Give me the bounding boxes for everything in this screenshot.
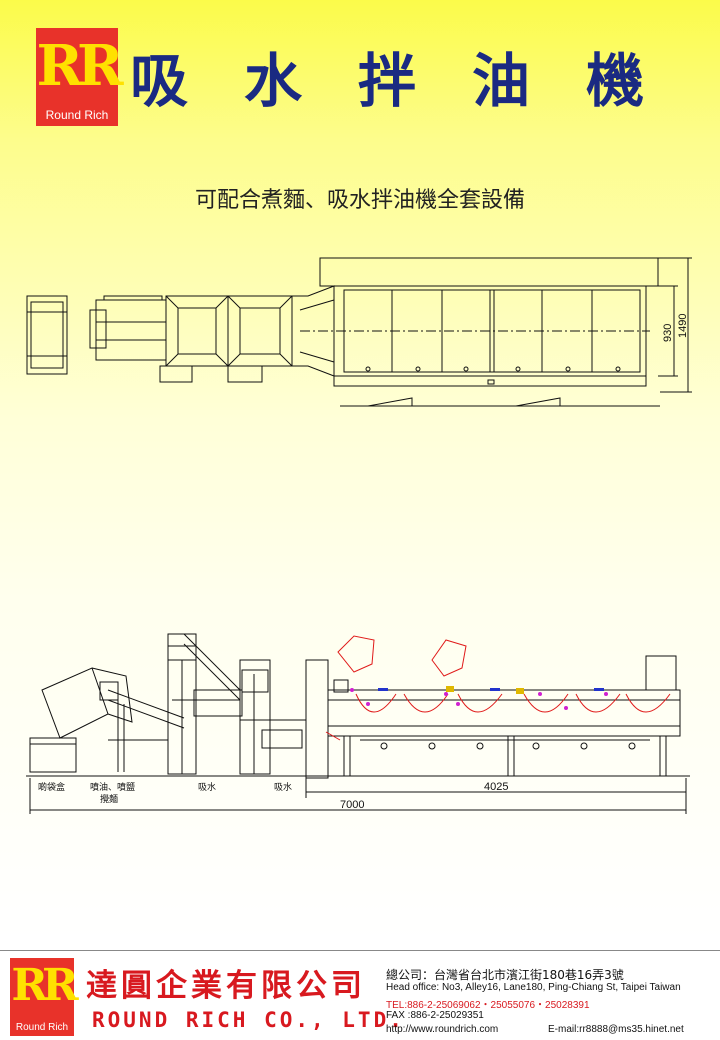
plan-view: [26, 257, 692, 407]
label-bin: 啲袋盒: [38, 781, 65, 793]
yellow-markers: [446, 686, 524, 694]
label-spray: 噴油、噴鹽: [90, 781, 135, 793]
company-name-zh: 達圓企業有限公司: [86, 968, 366, 1004]
magenta-markers: [350, 688, 608, 710]
red-agitator-paths: [325, 635, 671, 741]
elevation-view: [26, 633, 690, 814]
dim-inner-label: 930: [662, 324, 674, 342]
label-absorb-1: 吸水: [198, 781, 216, 793]
label-mix: 攪麵: [100, 793, 118, 805]
logo-text: Round Rich: [45, 108, 109, 122]
logo-mark: RR: [36, 33, 123, 99]
company-logo: RR Round Rich: [36, 28, 124, 126]
address-zh: 總公司：台灣省台北市濱江街180巷16弄3號: [386, 968, 624, 982]
footer-divider: [0, 950, 720, 951]
website-link[interactable]: http://www.roundrich.com: [386, 1024, 499, 1035]
dim-outer-label: 1490: [677, 314, 689, 338]
footer-logo-text: Round Rich: [15, 1022, 69, 1033]
dim-7000-label: 7000: [340, 799, 364, 811]
footer-logo: RR Round Rich: [10, 958, 79, 1036]
blue-markers: [378, 688, 604, 691]
company-name-en: ROUND RICH CO., LTD.: [92, 1008, 405, 1032]
address-en: Head office: No3, Alley16, Lane180, Ping…: [386, 982, 681, 993]
label-absorb-2: 吸水: [274, 781, 292, 793]
fax: FAX :886-2-25029351: [386, 1010, 484, 1021]
dim-4025-label: 4025: [484, 781, 508, 793]
telephone: TEL:886-2-25069062・25055076・25028391: [386, 1000, 590, 1011]
page-subtitle: 可配合煮麵、吸水拌油機全套設備: [194, 188, 525, 213]
page-title: 吸水拌油機: [130, 47, 701, 115]
footer-logo-mark: RR: [11, 960, 78, 1011]
email-link[interactable]: E-mail:rr8888@ms35.hinet.net: [548, 1024, 684, 1035]
